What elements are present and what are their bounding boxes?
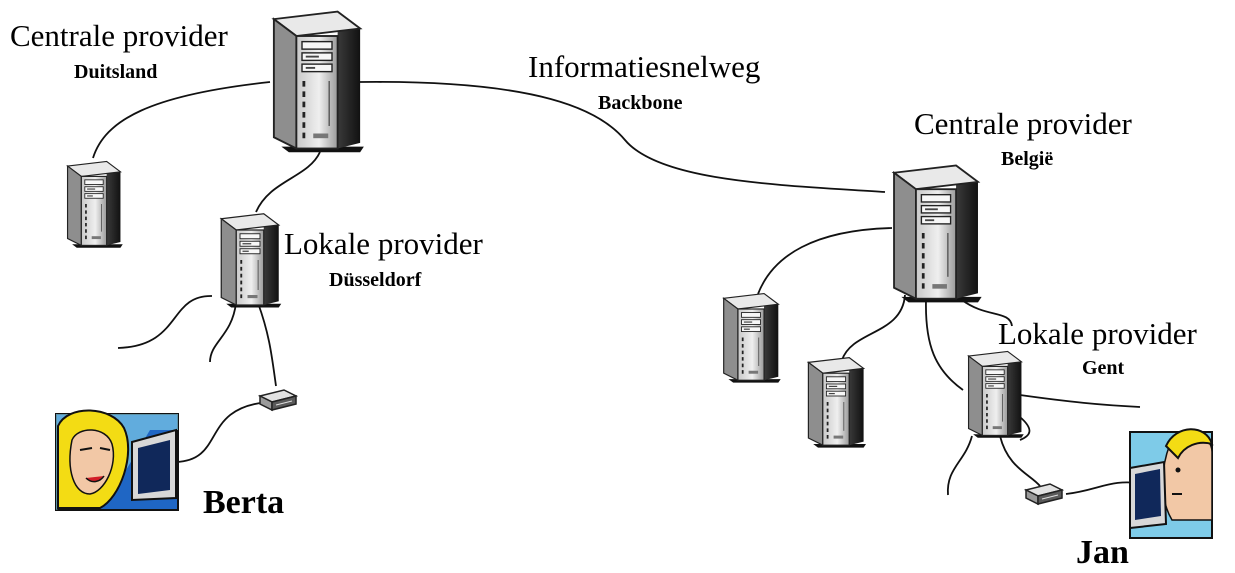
user-jan-icon bbox=[1129, 428, 1214, 539]
server-gent-icon bbox=[967, 350, 1025, 439]
user-berta-name: Berta bbox=[203, 484, 285, 521]
cable-dusseldorf-branch-mid bbox=[209, 302, 237, 363]
server-belgie-icon bbox=[892, 163, 984, 305]
cable-gent-branch-right bbox=[1019, 394, 1141, 408]
cable-gent-branch-left bbox=[947, 435, 973, 496]
cable-backbone bbox=[359, 81, 886, 193]
dusseldorf-provider-title: Lokale provider bbox=[284, 226, 483, 261]
modem-berta-icon bbox=[259, 389, 297, 411]
user-jan-name: Jan bbox=[1076, 534, 1129, 571]
cable-duitsland-dusseldorf bbox=[255, 151, 321, 213]
server-belgie-a-icon bbox=[722, 292, 782, 384]
duitsland-provider-subtitle: Duitsland bbox=[74, 61, 158, 83]
cable-belgie-branch-right bbox=[961, 299, 1013, 327]
dusseldorf-provider-subtitle: Düsseldorf bbox=[329, 269, 422, 291]
server-belgie-b-icon bbox=[807, 356, 868, 449]
cable-belgie-gent bbox=[925, 299, 964, 391]
server-duitsland-icon bbox=[272, 9, 366, 154]
cable-dusseldorf-branch-left bbox=[117, 295, 213, 349]
modem-jan-icon bbox=[1025, 483, 1063, 505]
server-dusseldorf-icon bbox=[220, 212, 283, 309]
cable-gent-modem bbox=[999, 435, 1041, 487]
server-duitsland-side-icon bbox=[66, 160, 125, 249]
cable-belgie-server-b bbox=[841, 294, 906, 361]
cable-duitsland-side-server bbox=[92, 81, 271, 159]
backbone-subtitle: Backbone bbox=[598, 92, 683, 114]
belgie-provider-subtitle: België bbox=[1001, 148, 1054, 170]
cable-gent-branch-down bbox=[1019, 416, 1031, 441]
gent-provider-subtitle: Gent bbox=[1082, 357, 1125, 379]
cable-modem-berta bbox=[175, 401, 269, 463]
cable-belgie-server-a bbox=[757, 227, 893, 295]
cable-dusseldorf-modem bbox=[257, 302, 277, 387]
backbone-title: Informatiesnelweg bbox=[528, 49, 761, 84]
belgie-provider-title: Centrale provider bbox=[914, 106, 1132, 141]
network-cables bbox=[92, 81, 1146, 496]
gent-provider-title: Lokale provider bbox=[998, 316, 1197, 351]
duitsland-provider-title: Centrale provider bbox=[10, 18, 228, 53]
user-berta-icon bbox=[55, 409, 179, 511]
